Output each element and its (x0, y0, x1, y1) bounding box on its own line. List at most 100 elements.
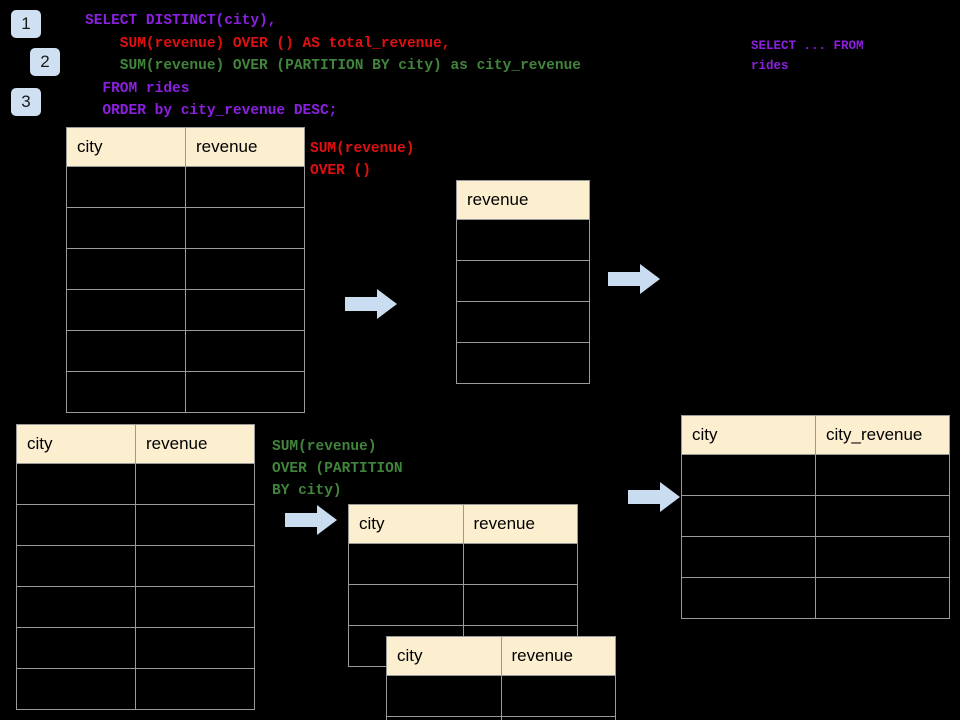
column-header-revenue: revenue (185, 127, 305, 167)
table-row (66, 371, 305, 413)
annotation-partition-by-city: SUM(revenue) OVER (PARTITION BY city) (272, 439, 403, 499)
table-cell (456, 342, 590, 384)
table-row (386, 675, 616, 717)
table-revenue-window: revenue (456, 180, 590, 384)
table-cell (66, 371, 186, 413)
table-cell (386, 675, 502, 717)
table-cell (462, 584, 578, 626)
table-cell (185, 330, 305, 372)
table-row (66, 248, 305, 290)
sql-line-select: SELECT DISTINCT(city), (85, 13, 277, 29)
sql-line-order-by: ORDER by city_revenue DESC; (85, 103, 338, 119)
table-row (681, 577, 950, 619)
table-cell (815, 536, 950, 578)
table-row (681, 536, 950, 578)
table-cell (16, 668, 136, 710)
table-cell (386, 716, 502, 720)
table-row (681, 454, 950, 496)
column-header-city: city (16, 424, 136, 464)
table-row (456, 260, 590, 302)
table-body (681, 454, 950, 619)
table-cell (815, 454, 950, 496)
table-cell (681, 454, 816, 496)
table-cell (681, 495, 816, 537)
table-cell (500, 675, 616, 717)
table-cell (681, 536, 816, 578)
column-header-city: city (386, 636, 502, 676)
column-header-city: city (66, 127, 186, 167)
table-cell (66, 248, 186, 290)
table-cell (348, 543, 464, 585)
table-header-row: city revenue (348, 504, 578, 544)
table-cell (135, 463, 255, 505)
column-header-revenue: revenue (135, 424, 255, 464)
table-body (16, 463, 255, 710)
column-header-revenue: revenue (456, 180, 590, 220)
table-cell (456, 219, 590, 261)
arrow-top-to-revenue-icon (345, 289, 397, 319)
table-cell (815, 577, 950, 619)
table-cell (16, 504, 136, 546)
table-partition-group-b: city revenue (386, 636, 616, 720)
table-header-row: city revenue (386, 636, 616, 676)
table-row (66, 207, 305, 249)
table-cell (16, 627, 136, 669)
table-cell (681, 577, 816, 619)
table-cell (135, 545, 255, 587)
table-row (16, 586, 255, 628)
table-row (66, 166, 305, 208)
table-body (456, 219, 590, 384)
arrow-partition-to-result-icon (628, 482, 680, 512)
table-row (456, 301, 590, 343)
table-row (16, 627, 255, 669)
table-row (16, 668, 255, 710)
annotation-over-empty: SUM(revenue) OVER () (310, 141, 415, 179)
table-row (16, 545, 255, 587)
table-body (348, 543, 578, 667)
table-header-row: revenue (456, 180, 590, 220)
mini-query-line-2: rides (751, 59, 789, 73)
table-cell (185, 289, 305, 331)
table-row (16, 504, 255, 546)
table-cell (500, 716, 616, 720)
table-cell (16, 545, 136, 587)
table-rides-bottom: city revenue (16, 424, 255, 710)
table-row (66, 289, 305, 331)
table-partition-group-a: city revenue (348, 504, 578, 667)
table-cell (456, 260, 590, 302)
column-header-revenue: revenue (500, 636, 616, 676)
table-row (456, 219, 590, 261)
table-row (16, 463, 255, 505)
table-cell (185, 207, 305, 249)
table-cell (815, 495, 950, 537)
table-cell (135, 586, 255, 628)
table-cell (456, 301, 590, 343)
step-badge-2: 2 (30, 48, 60, 76)
table-cell (135, 668, 255, 710)
table-cell (348, 584, 464, 626)
step-badge-3: 3 (11, 88, 41, 116)
table-row (66, 330, 305, 372)
arrow-bottom-to-partition-icon (285, 505, 337, 535)
table-row (348, 584, 578, 626)
mini-query-line-1: SELECT ... FROM (751, 39, 864, 53)
table-body (386, 675, 616, 720)
table-row (348, 543, 578, 585)
sql-line-total-revenue: SUM(revenue) OVER () AS total_revenue, (85, 36, 451, 52)
table-cell (185, 371, 305, 413)
arrow-revenue-to-result-icon (608, 264, 660, 294)
table-cell (185, 166, 305, 208)
column-header-city: city (681, 415, 816, 455)
table-body (66, 166, 305, 413)
table-row (681, 495, 950, 537)
column-header-city: city (348, 504, 464, 544)
table-cell (16, 586, 136, 628)
table-cell (135, 504, 255, 546)
table-row (386, 716, 616, 720)
table-result: city city_revenue (681, 415, 950, 619)
table-header-row: city city_revenue (681, 415, 950, 455)
table-cell (66, 330, 186, 372)
table-row (456, 342, 590, 384)
table-cell (462, 543, 578, 585)
